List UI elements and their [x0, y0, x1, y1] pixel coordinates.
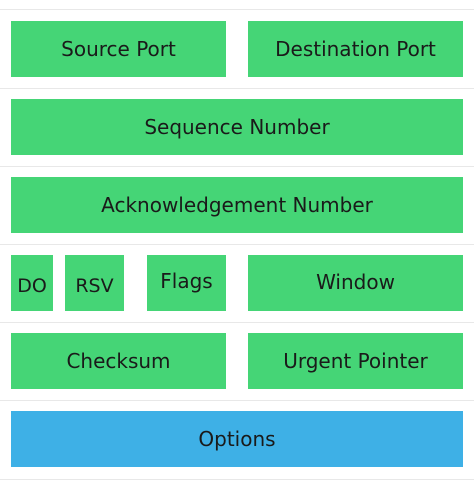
field-flags: Flags	[147, 255, 226, 311]
field-label: Window	[316, 270, 395, 294]
row-divider	[0, 479, 474, 480]
field-urgent-pointer: Urgent Pointer	[248, 333, 463, 389]
field-label: Source Port	[61, 37, 176, 61]
field-source-port: Source Port	[11, 21, 226, 77]
field-label: Flags	[160, 269, 213, 293]
field-checksum: Checksum	[11, 333, 226, 389]
row-divider	[0, 244, 474, 245]
field-label: Sequence Number	[144, 115, 330, 139]
row-divider	[0, 166, 474, 167]
field-window: Window	[248, 255, 463, 311]
field-reserved: RSV	[65, 255, 124, 311]
row-divider	[0, 400, 474, 401]
field-label: RSV	[75, 275, 114, 297]
field-data-offset: DO	[11, 255, 53, 311]
field-label: Acknowledgement Number	[101, 193, 373, 217]
field-label: Destination Port	[275, 37, 436, 61]
field-label: Checksum	[66, 349, 171, 373]
row-divider	[0, 322, 474, 323]
field-destination-port: Destination Port	[248, 21, 463, 77]
field-sequence-number: Sequence Number	[11, 99, 463, 155]
field-label: DO	[17, 275, 47, 297]
row-divider	[0, 88, 474, 89]
field-label: Urgent Pointer	[283, 349, 428, 373]
field-options: Options	[11, 411, 463, 467]
field-label: Options	[198, 427, 276, 451]
field-acknowledgement-number: Acknowledgement Number	[11, 177, 463, 233]
row-divider	[0, 9, 474, 10]
